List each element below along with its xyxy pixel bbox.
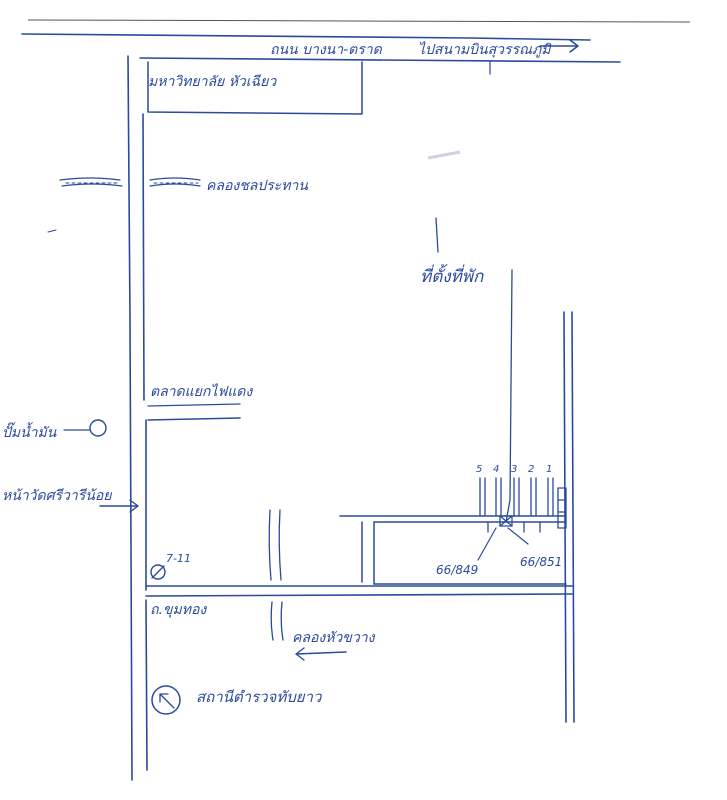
house-location-label: ที่ตั้งที่พัก	[420, 263, 484, 287]
house-pointer-line	[505, 269, 513, 523]
arrow-right-icon	[99, 499, 139, 513]
market-intersection-road	[147, 417, 241, 421]
canal-bottom-label: คลองหัวขวาง	[292, 630, 376, 646]
house-no-left-pointer	[477, 527, 497, 561]
suvarnabhumi-direction-label: ไปสนามบินสุวรรณภูมิ	[418, 41, 552, 58]
arrow-up-left-icon	[159, 693, 175, 709]
police-station-marker	[151, 685, 181, 715]
property-block	[339, 515, 567, 585]
university-block	[147, 61, 363, 115]
house-no-right-label: 66/851	[520, 555, 562, 569]
plot-number-4: 4	[493, 464, 499, 475]
road-bottom-label: ถ.ขุมทอง	[150, 602, 207, 618]
house-marker	[487, 515, 541, 533]
bottom-road	[145, 585, 573, 597]
house-pointer-mark	[435, 217, 439, 253]
house-no-left-label: 66/849	[436, 563, 478, 577]
arrow-left-icon	[295, 647, 347, 661]
house-no-right-pointer	[507, 527, 529, 545]
plot-number-1: 1	[546, 464, 552, 475]
right-side-road	[563, 311, 575, 723]
plot-stakes	[479, 477, 567, 529]
road-top-label: ถนน บางนา-ตราด	[270, 42, 383, 58]
market-underline	[147, 403, 241, 407]
seven-eleven-label: 7-11	[166, 552, 191, 565]
canal-top	[59, 177, 201, 187]
wat-sisri-label: หน้าวัดศรีวารีน้อย	[2, 488, 112, 504]
police-station-label: สถานีตำรวจทับยาว	[196, 688, 323, 706]
stray-mark	[427, 150, 461, 160]
main-road	[21, 33, 621, 63]
scan-edge-line	[27, 19, 691, 23]
gas-station-marker	[89, 419, 107, 437]
canal-bottom	[268, 509, 284, 641]
plot-number-2: 2	[528, 464, 534, 475]
seven-eleven-marker	[150, 564, 166, 580]
stray-mark-2	[47, 229, 57, 233]
plot-number-5: 5	[476, 464, 482, 475]
canal-top-label: คลองชลประทาน	[206, 178, 308, 194]
side-road	[127, 55, 148, 781]
plot-number-3: 3	[511, 464, 517, 475]
market-intersection-label: ตลาดแยกไฟแดง	[150, 383, 253, 400]
university-label: มหาวิทยาลัย หัวเฉียว	[148, 74, 277, 90]
seven-eleven-slash	[151, 565, 165, 579]
gas-station-label: ปั๊มน้ำมัน	[2, 422, 57, 441]
arrow-right-icon	[539, 39, 579, 53]
